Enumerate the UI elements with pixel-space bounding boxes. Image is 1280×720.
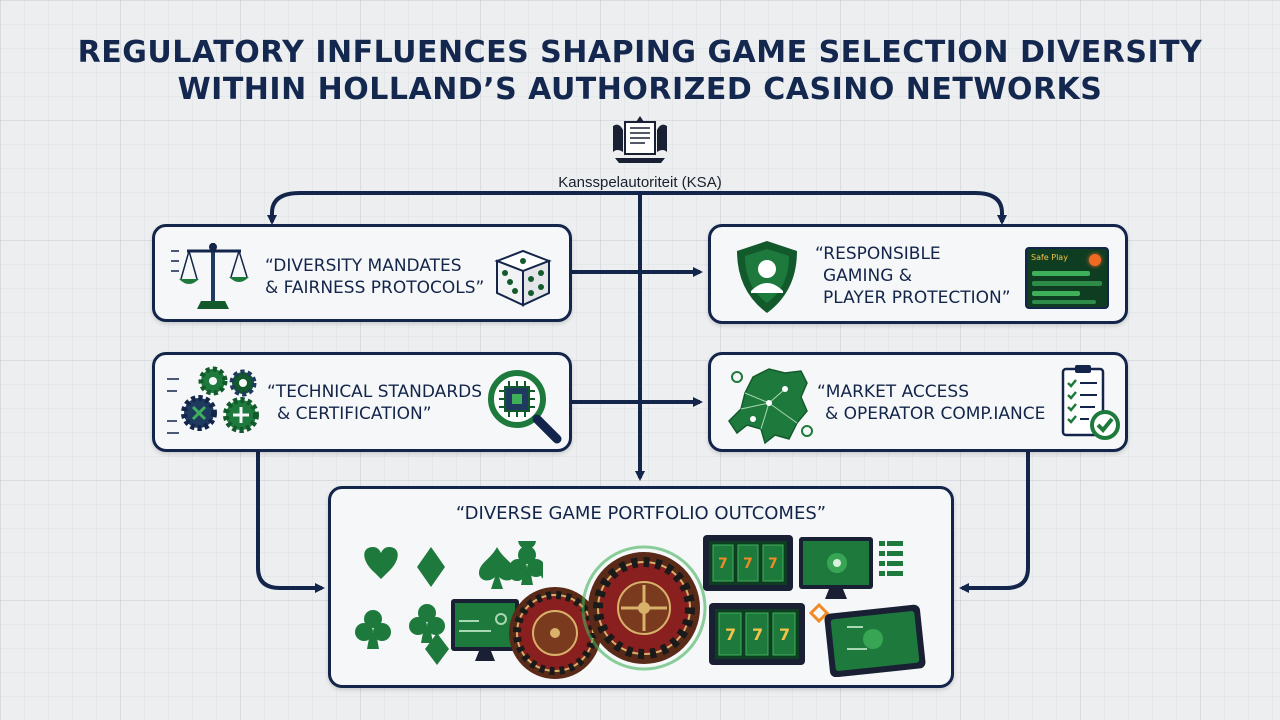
technical-line-2: & CERTIFICATION”	[277, 404, 432, 424]
diversity-line-2: & FAIRNESS PROTOCOLS”	[265, 278, 485, 298]
card-market-access: “MARKET ACCESS & OPERATOR COMP.IANCE	[708, 352, 1128, 452]
dashboard-bar	[1032, 300, 1096, 304]
diagram-title: REGULATORY INFLUENCES SHAPING GAME SELEC…	[0, 34, 1280, 108]
balance-scale-icon	[171, 243, 249, 309]
diversity-text: “DIVERSITY MANDATES & FAIRNESS PROTOCOLS…	[265, 255, 484, 299]
title-line-1: REGULATORY INFLUENCES SHAPING GAME SELEC…	[77, 35, 1203, 70]
safe-play-label: Safe Play	[1031, 253, 1068, 262]
market-line-2: & OPERATOR COMP.IANCE	[825, 404, 1046, 424]
regulator-name: Kansspelautoriteit (KSA)	[558, 174, 722, 191]
shield-user-icon	[737, 241, 797, 313]
responsible-line-1: “RESPONSIBLE	[815, 244, 941, 264]
market-text: “MARKET ACCESS & OPERATOR COMP.IANCE	[817, 381, 1045, 425]
svg-text:7: 7	[725, 625, 736, 644]
netherlands-map-icon	[728, 368, 813, 445]
technical-line-1: “TECHNICAL STANDARDS	[267, 382, 483, 402]
gears-icon	[167, 366, 259, 434]
svg-text:7: 7	[768, 556, 778, 572]
card-suits-icon	[355, 541, 543, 665]
tablet-game-icon	[808, 602, 926, 677]
dashboard-bar	[1032, 281, 1102, 286]
dice-icon	[494, 249, 552, 307]
responsible-text: “RESPONSIBLE GAMING & PLAYER PROTECTION”	[815, 243, 1011, 309]
svg-text:7: 7	[752, 625, 763, 644]
monitor-table-icon	[451, 599, 519, 661]
right-to-outcome-arrow	[959, 452, 1030, 593]
svg-text:7: 7	[718, 556, 728, 572]
title-line-2: WITHIN HOLLAND’S AUTHORIZED CASINO NETWO…	[177, 72, 1103, 107]
responsible-line-2: GAMING &	[823, 266, 913, 286]
checklist-icon	[1061, 365, 1120, 440]
svg-text:7: 7	[779, 625, 790, 644]
safe-play-dashboard-icon: Safe Play	[1025, 247, 1109, 309]
branch-right-arrow	[640, 191, 1007, 225]
technical-text: “TECHNICAL STANDARDS & CERTIFICATION”	[267, 381, 482, 425]
dashboard-alert-icon	[1089, 254, 1101, 266]
chip-magnifier-icon	[488, 370, 562, 444]
market-line-1: “MARKET ACCESS	[817, 382, 969, 402]
coat-of-arms-icon	[613, 116, 667, 163]
card-diversity-mandates: “DIVERSITY MANDATES & FAIRNESS PROTOCOLS…	[152, 224, 572, 322]
dashboard-bar	[1032, 271, 1090, 276]
dashboard-bar	[1032, 291, 1080, 296]
card-responsible-gaming: “RESPONSIBLE GAMING & PLAYER PROTECTION”…	[708, 224, 1128, 324]
card-technical-standards: “TECHNICAL STANDARDS & CERTIFICATION”	[152, 352, 572, 452]
left-to-outcome-arrow	[256, 452, 325, 593]
card-portfolio-outcomes: “DIVERSE GAME PORTFOLIO OUTCOMES”	[328, 486, 954, 688]
roulette-wheel-icon	[509, 587, 601, 679]
diversity-line-1: “DIVERSITY MANDATES	[265, 256, 462, 276]
regulator-node: Kansspelautoriteit (KSA)	[540, 116, 740, 191]
branch-left-arrow	[267, 191, 640, 225]
outcome-title: “DIVERSE GAME PORTFOLIO OUTCOMES”	[455, 503, 827, 524]
svg-text:7: 7	[743, 556, 753, 572]
monitor-table-icon	[799, 537, 903, 599]
roulette-wheel-icon	[581, 545, 707, 671]
responsible-line-3: PLAYER PROTECTION”	[823, 288, 1011, 308]
